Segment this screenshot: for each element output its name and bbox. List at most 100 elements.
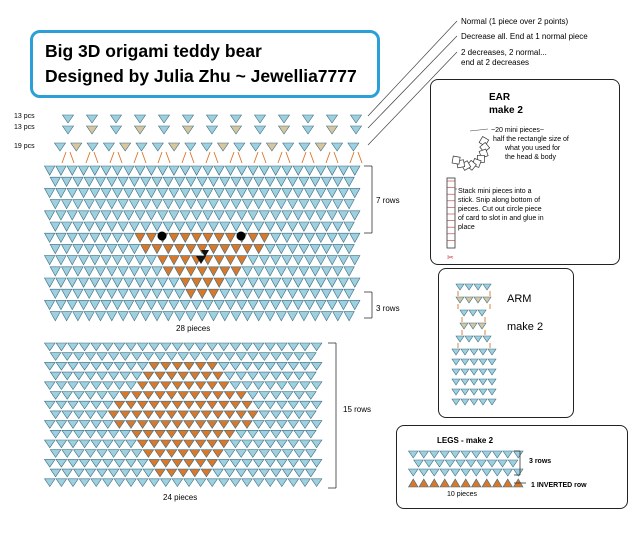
piece	[159, 381, 172, 391]
piece	[270, 468, 282, 478]
piece	[67, 459, 79, 468]
piece	[299, 400, 311, 410]
legend-two-decreases-1: 2 decreases, 2 normal...	[461, 48, 547, 57]
piece	[236, 277, 248, 288]
piece	[478, 368, 488, 376]
piece	[207, 266, 220, 277]
ear-note-2: half the rectangle size of	[493, 136, 569, 143]
piece	[43, 362, 56, 371]
piece	[202, 277, 214, 288]
connector-line	[261, 151, 267, 164]
piece	[202, 188, 214, 199]
piece	[123, 210, 135, 221]
piece	[264, 199, 276, 210]
piece	[49, 391, 62, 400]
piece	[183, 459, 195, 468]
piece	[200, 449, 213, 458]
piece	[148, 420, 161, 429]
connector-line	[61, 151, 67, 164]
piece	[439, 478, 451, 488]
piece	[113, 381, 126, 391]
piece	[310, 381, 323, 391]
piece	[224, 165, 237, 176]
piece	[134, 165, 146, 176]
piece	[281, 449, 294, 458]
piece	[117, 176, 129, 188]
piece	[293, 429, 306, 439]
piece	[459, 322, 469, 330]
piece	[258, 188, 271, 199]
piece	[200, 391, 213, 400]
piece	[157, 125, 171, 135]
piece	[83, 288, 95, 300]
piece	[66, 188, 78, 199]
piece	[299, 439, 311, 449]
piece	[177, 410, 190, 420]
piece	[487, 368, 497, 376]
piece	[207, 311, 220, 322]
piece	[206, 400, 219, 410]
connector-line	[109, 151, 115, 164]
piece	[113, 420, 126, 429]
piece	[83, 221, 95, 232]
piece	[177, 352, 190, 361]
piece	[202, 165, 214, 176]
piece	[310, 439, 323, 449]
piece	[303, 210, 316, 221]
piece	[303, 232, 316, 244]
piece	[43, 342, 56, 352]
piece	[464, 335, 474, 343]
piece	[277, 125, 291, 135]
piece	[223, 391, 236, 400]
piece	[449, 450, 461, 459]
piece	[213, 210, 225, 221]
piece	[246, 352, 259, 361]
piece	[206, 381, 219, 391]
piece	[451, 398, 461, 406]
piece	[60, 266, 73, 277]
piece	[469, 388, 479, 396]
piece	[241, 439, 253, 449]
piece	[258, 165, 271, 176]
piece	[281, 188, 293, 199]
piece	[72, 352, 85, 361]
connector-line	[117, 151, 123, 164]
piece	[292, 165, 304, 176]
piece	[246, 449, 259, 458]
piece	[281, 232, 293, 244]
piece	[325, 114, 339, 124]
piece	[85, 125, 99, 135]
piece	[165, 449, 178, 458]
piece	[83, 244, 95, 255]
piece	[78, 478, 91, 488]
piece	[269, 277, 282, 288]
scissors-icon: ✂	[447, 253, 454, 262]
piece	[275, 362, 288, 371]
piece	[233, 142, 246, 152]
piece	[230, 311, 242, 322]
piece	[236, 165, 248, 176]
piece	[212, 429, 224, 439]
piece	[84, 391, 97, 400]
piece	[217, 459, 230, 468]
piece	[229, 362, 242, 371]
piece	[241, 199, 254, 210]
piece	[125, 478, 137, 488]
piece	[281, 165, 293, 176]
piece	[145, 255, 158, 266]
piece	[55, 232, 67, 244]
piece	[275, 342, 288, 352]
arm-diagram	[451, 283, 497, 406]
piece	[265, 142, 278, 152]
piece	[60, 244, 73, 255]
piece	[206, 478, 219, 488]
piece	[134, 300, 146, 311]
piece	[117, 266, 129, 277]
piece	[100, 232, 112, 244]
piece	[140, 288, 152, 300]
piece	[168, 165, 180, 176]
piece	[469, 348, 479, 356]
piece	[455, 335, 465, 343]
piece	[281, 429, 294, 439]
piece	[60, 176, 73, 188]
